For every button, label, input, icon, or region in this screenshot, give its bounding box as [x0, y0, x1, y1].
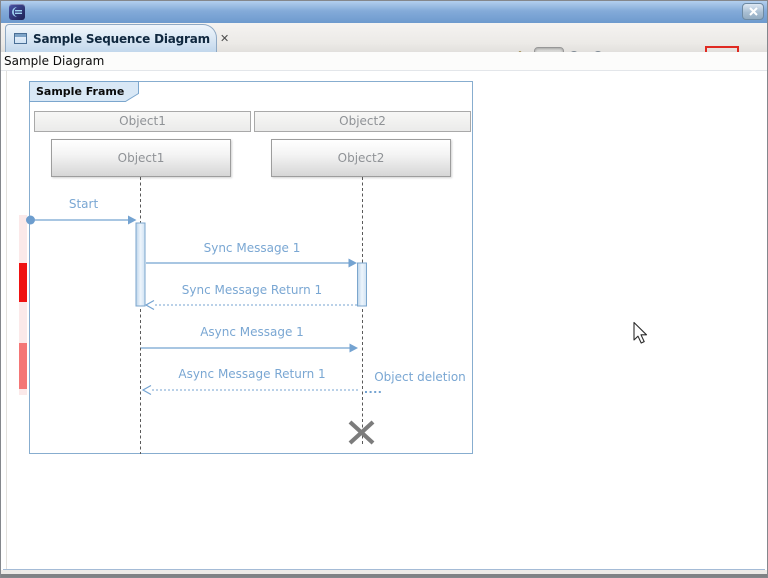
eclipse-app-icon — [9, 4, 25, 20]
column-header-object2[interactable]: Object2 — [254, 111, 471, 132]
message-async-return1-label[interactable]: Async Message Return 1 — [178, 367, 326, 381]
lifeline-head-object1[interactable]: Object1 — [51, 139, 231, 177]
frame-name-label[interactable]: Sample Frame — [36, 85, 125, 98]
close-icon — [748, 7, 758, 16]
window-bottom-bar — [1, 574, 767, 577]
tab-sample-sequence-diagram[interactable]: Sample Sequence Diagram ✕ — [5, 24, 229, 52]
interaction-frame[interactable] — [29, 81, 473, 454]
ruler-marker-red[interactable] — [19, 263, 27, 302]
window-titlebar[interactable] — [1, 1, 767, 24]
lifeline-head-object2[interactable]: Object2 — [271, 139, 451, 177]
canvas-bottom-border — [3, 569, 765, 570]
breadcrumb: Sample Diagram — [1, 52, 767, 71]
message-sync-return1-label[interactable]: Sync Message Return 1 — [181, 283, 323, 297]
editor-left-edge — [6, 71, 7, 569]
object-deletion-label[interactable]: Object deletion — [374, 370, 466, 384]
tab-close-icon[interactable]: ✕ — [219, 32, 230, 45]
tab-title: Sample Sequence Diagram — [33, 31, 210, 46]
eclipse-logo-glyph — [12, 7, 22, 17]
message-sync1-label[interactable]: Sync Message 1 — [203, 241, 301, 255]
overview-ruler — [19, 215, 27, 395]
column-header-object1[interactable]: Object1 — [34, 111, 251, 132]
window-bottom-strip — [1, 570, 767, 574]
message-start-label[interactable]: Start — [68, 197, 99, 211]
window-close-button[interactable] — [742, 3, 764, 20]
diagram-editor-icon — [14, 33, 27, 44]
editor-tab-bar: Sample Sequence Diagram ✕ — [1, 23, 767, 75]
ruler-marker-salmon[interactable] — [19, 343, 27, 389]
message-async1-label[interactable]: Async Message 1 — [200, 325, 304, 339]
